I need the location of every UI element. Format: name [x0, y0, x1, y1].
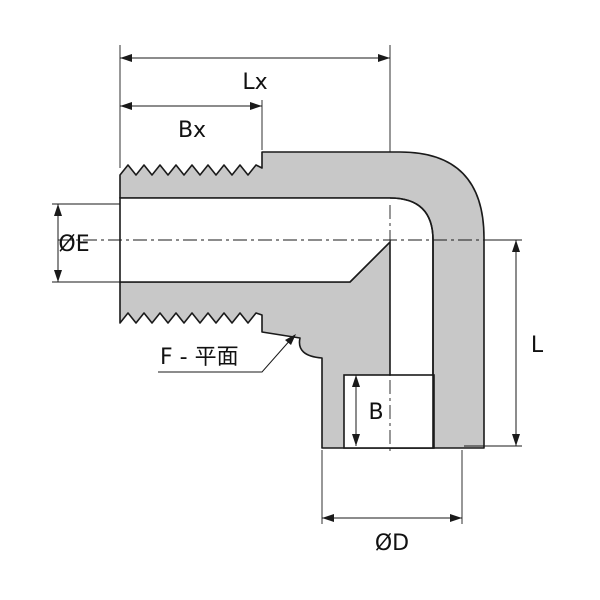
lx-arrow-left	[120, 54, 132, 62]
elbow-inner-wall	[389, 197, 434, 448]
b-arrow-top	[352, 375, 360, 387]
d-arrow-left	[322, 514, 334, 522]
e-label: ØE	[58, 232, 89, 257]
e-arrow-bottom	[54, 270, 62, 282]
bx-label: Bx	[178, 118, 206, 143]
e-arrow-top	[54, 204, 62, 216]
lx-arrow-right	[378, 54, 390, 62]
l-arrow-bottom	[512, 434, 520, 446]
l-arrow-top	[512, 240, 520, 252]
d-arrow-right	[450, 514, 462, 522]
bx-arrow-right	[250, 102, 262, 110]
f-leader-line	[158, 337, 293, 373]
b-label: B	[368, 400, 383, 425]
f-label: F - 平面	[160, 345, 239, 370]
bx-arrow-left	[120, 102, 132, 110]
f-leader-arrow	[285, 334, 296, 345]
d-label: ØD	[375, 531, 409, 556]
lx-label: Lx	[242, 70, 267, 95]
b-arrow-bottom	[352, 434, 360, 446]
l-label: L	[531, 333, 544, 358]
